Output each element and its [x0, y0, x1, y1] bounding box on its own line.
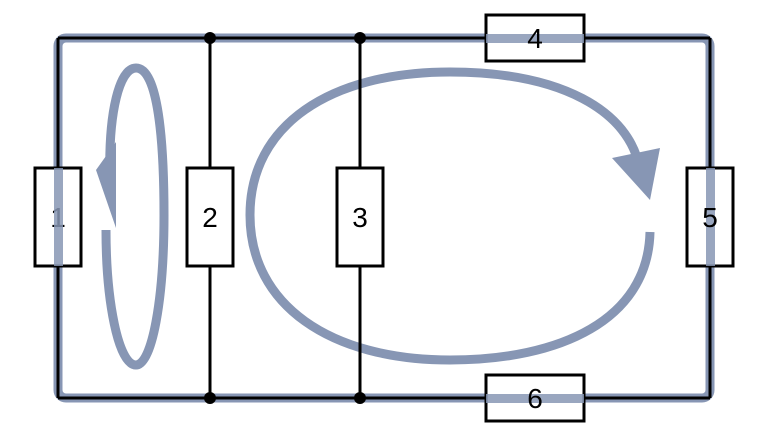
wires [56, 36, 712, 400]
resistor-3-label: 3 [352, 202, 368, 233]
resistor-4-highlight [486, 34, 584, 43]
junction-bottom-3 [354, 392, 366, 404]
loop-arrow-right [245, 67, 660, 365]
resistor-4-label: 4 [527, 23, 543, 54]
resistor-3: 3 [335, 166, 385, 268]
resistor-2: 2 [185, 166, 235, 268]
resistor-5-highlight [706, 168, 715, 266]
junction-bottom-2 [204, 392, 216, 404]
resistor-2-label: 2 [202, 202, 218, 233]
junctions [204, 32, 366, 404]
junction-top-3 [354, 32, 366, 44]
resistor-4: 4 [484, 13, 586, 63]
resistor-5-label: 5 [702, 202, 718, 233]
loop-arrow-left-head [96, 142, 116, 228]
loop-arrow-right-head [612, 148, 660, 200]
resistor-6-highlight [486, 394, 584, 403]
resistor-5: 5 [685, 166, 735, 268]
resistor-2-body [185, 166, 235, 268]
resistor-3-body [335, 166, 385, 268]
loop-arrow-left [96, 63, 169, 370]
junction-top-2 [204, 32, 216, 44]
resistor-6-label: 6 [527, 383, 543, 414]
resistor-6: 6 [484, 373, 586, 423]
resistor-1-highlight [54, 168, 63, 266]
